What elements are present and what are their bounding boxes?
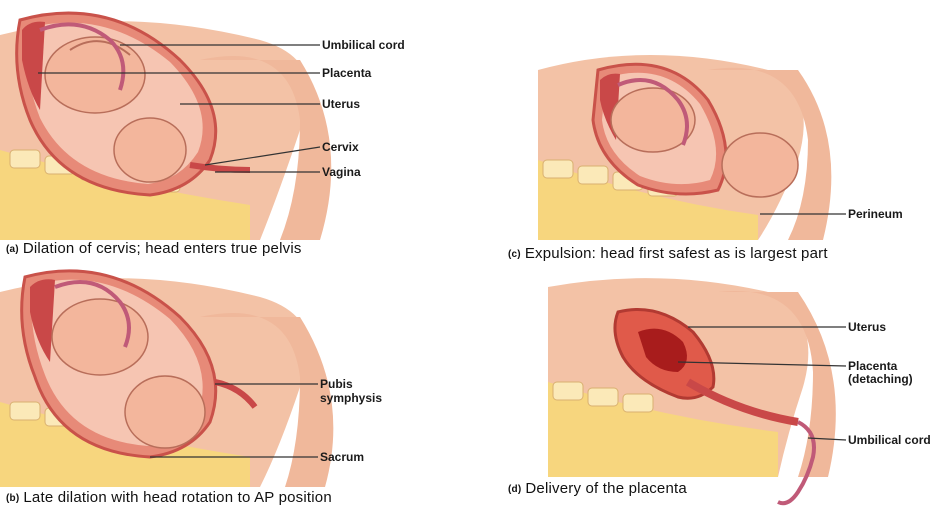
panel-b-illustration bbox=[0, 262, 470, 517]
label-cervix: Cervix bbox=[322, 141, 359, 154]
panel-a: Umbilical cord Placenta Uterus Cervix Va… bbox=[0, 0, 470, 262]
label-umbilical-cord: Umbilical cord bbox=[322, 39, 405, 52]
label-uterus-d: Uterus bbox=[848, 321, 886, 334]
label-perineum: Perineum bbox=[848, 208, 903, 221]
label-umbilical-cord-d: Umbilical cord bbox=[848, 434, 931, 447]
caption-c-text: Expulsion: head first safest as is large… bbox=[525, 245, 828, 262]
caption-d-tag: (d) bbox=[508, 484, 521, 495]
panel-c-illustration bbox=[478, 0, 948, 262]
caption-b: (b) Late dilation with head rotation to A… bbox=[6, 489, 332, 506]
caption-a-text: Dilation of cervis; head enters true pel… bbox=[23, 240, 302, 257]
label-placenta: Placenta bbox=[322, 67, 371, 80]
label-vagina: Vagina bbox=[322, 166, 361, 179]
caption-b-text: Late dilation with head rotation to AP p… bbox=[23, 489, 332, 506]
label-sacrum: Sacrum bbox=[320, 451, 364, 464]
caption-a: (a) Dilation of cervis; head enters true … bbox=[6, 240, 302, 257]
panel-c: Perineum (c) Expulsion: head first safest… bbox=[478, 0, 948, 262]
caption-d: (d) Delivery of the placenta bbox=[508, 480, 687, 497]
panel-d: Uterus Placenta (detaching) Umbilical co… bbox=[478, 262, 948, 517]
caption-a-tag: (a) bbox=[6, 244, 19, 255]
panel-d-illustration bbox=[478, 262, 948, 517]
label-symphysis: symphysis bbox=[320, 392, 382, 405]
label-detaching: (detaching) bbox=[848, 373, 913, 386]
caption-d-text: Delivery of the placenta bbox=[525, 480, 687, 497]
caption-c: (c) Expulsion: head first safest as is la… bbox=[508, 245, 828, 262]
caption-b-tag: (b) bbox=[6, 493, 19, 504]
label-pubis: Pubis bbox=[320, 378, 353, 391]
label-uterus: Uterus bbox=[322, 98, 360, 111]
panel-b: Pubis symphysis Sacrum (b) Late dilation … bbox=[0, 262, 470, 517]
caption-c-tag: (c) bbox=[508, 249, 521, 260]
